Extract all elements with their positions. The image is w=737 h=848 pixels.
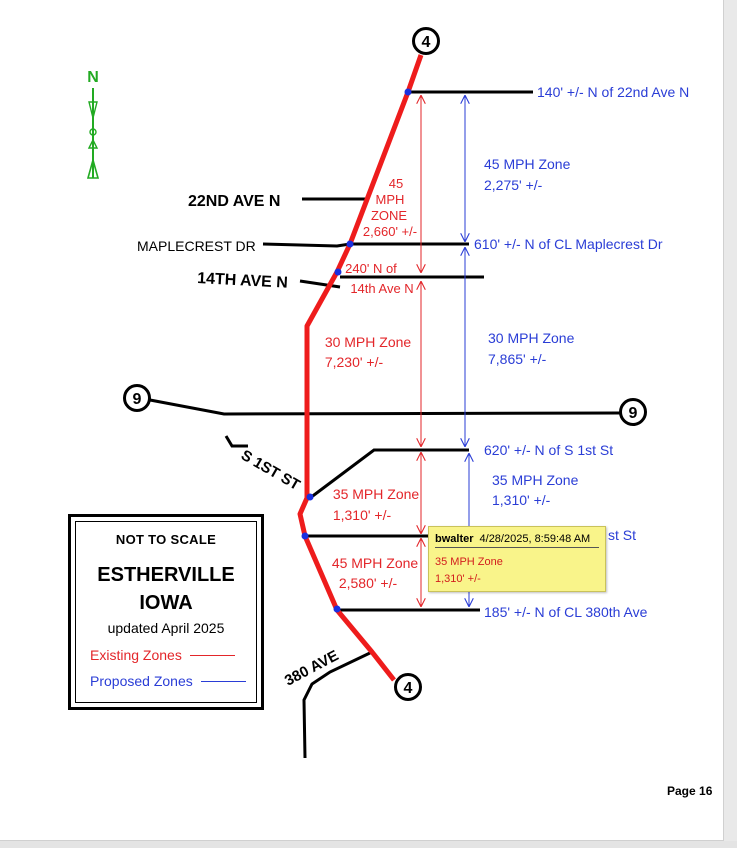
route-9-shield-right: 9 — [619, 398, 647, 426]
street-14th-ave-n — [299, 279, 341, 289]
comment-popup[interactable]: bwalter 4/28/2025, 8:59:48 AM 35 MPH Zone… — [428, 526, 606, 592]
existing-zone-1-line3: ZONE — [371, 208, 407, 223]
boundary-label-3: 620' +/- N of S 1st St — [484, 442, 613, 458]
existing-zone-2-line2: 14th Ave N — [350, 281, 413, 296]
legend-proposed-row: Proposed Zones — [90, 673, 246, 689]
existing-zone-1-line2: MPH — [376, 192, 405, 207]
boundary-dot — [333, 605, 341, 613]
legend-existing-label: Existing Zones — [90, 647, 182, 663]
street-380-ave — [302, 650, 373, 759]
comment-line-2: 1,310' +/- — [435, 573, 481, 585]
boundary-labels: 140' +/- N of 22nd Ave N 610' +/- N of C… — [474, 84, 689, 620]
existing-zone-4-line2: 1,310' +/- — [333, 507, 392, 523]
boundary-label-4: st St — [608, 527, 636, 543]
zone-boundary-markers — [301, 88, 412, 613]
side-streets — [149, 90, 621, 759]
existing-zone-3-line1: 30 MPH Zone — [325, 334, 412, 350]
existing-zone-labels: 45 MPH ZONE 2,660' +/- 240' N of 14th Av… — [325, 176, 420, 591]
svg-text:4: 4 — [404, 680, 413, 697]
map-canvas: N 4 4 9 9 22ND — [86, 27, 689, 759]
legend-existing-swatch — [189, 654, 235, 656]
proposed-zone-2-line2: 7,865' +/- — [488, 351, 547, 367]
not-to-scale-label: NOT TO SCALE — [115, 532, 217, 547]
boundary-dot — [334, 268, 342, 276]
existing-zone-5-line2: 2,580' +/- — [339, 575, 398, 591]
viewer-gutter — [724, 0, 737, 848]
label-s-1st-st: S 1ST ST — [238, 447, 303, 494]
label-22nd-ave-n: 22ND AVE N — [188, 193, 280, 210]
legend-proposed-label: Proposed Zones — [90, 673, 193, 689]
existing-zone-5-line1: 45 MPH Zone — [332, 555, 419, 571]
route-4-shield-bottom: 4 — [394, 673, 422, 701]
comment-header: bwalter 4/28/2025, 8:59:48 AM — [435, 533, 599, 548]
boundary-dot — [306, 493, 314, 501]
boundary-dot — [301, 532, 309, 540]
legend-city: ESTHERVILLE — [97, 564, 235, 586]
viewer-bottom-edge — [0, 841, 737, 848]
boundary-label-5: 185' +/- N of CL 380th Ave — [484, 604, 648, 620]
existing-zone-1-line4: 2,660' +/- — [363, 224, 417, 239]
boundary-line-3 — [309, 448, 469, 500]
legend-state: IOWA — [139, 592, 193, 614]
svg-text:4: 4 — [422, 34, 431, 51]
boundary-label-2: 610' +/- N of CL Maplecrest Dr — [474, 236, 663, 252]
boundary-dot — [404, 88, 412, 96]
legend-updated: updated April 2025 — [107, 620, 225, 636]
label-maplecrest-dr: MAPLECREST DR — [137, 238, 256, 254]
label-14th-ave-n: 14TH AVE N — [197, 270, 288, 292]
legend-proposed-swatch — [200, 680, 246, 682]
highway-9 — [149, 398, 621, 416]
svg-text:9: 9 — [133, 391, 142, 408]
svg-text:9: 9 — [629, 405, 638, 422]
proposed-zone-2-line1: 30 MPH Zone — [488, 330, 575, 346]
comment-author: bwalter — [435, 533, 474, 545]
street-maplecrest-dr — [262, 242, 469, 248]
existing-zone-3-line2: 7,230' +/- — [325, 354, 384, 370]
proposed-zone-1-line2: 2,275' +/- — [484, 177, 543, 193]
north-label: N — [87, 69, 99, 86]
existing-zone-4-line1: 35 MPH Zone — [333, 486, 420, 502]
route-9-shield-left: 9 — [123, 384, 151, 412]
route-4-shield-top: 4 — [412, 27, 440, 55]
existing-zone-1-line1: 45 — [389, 176, 403, 191]
page-number: Page 16 — [667, 784, 713, 798]
proposed-zone-1-line1: 45 MPH Zone — [484, 156, 571, 172]
proposed-zone-3-line2: 1,310' +/- — [492, 492, 551, 508]
proposed-zone-3-line1: 35 MPH Zone — [492, 472, 579, 488]
proposed-zone-labels: 45 MPH Zone 2,275' +/- 30 MPH Zone 7,865… — [484, 156, 579, 508]
boundary-label-1: 140' +/- N of 22nd Ave N — [537, 84, 689, 100]
document-page: N 4 4 9 9 22ND — [0, 0, 724, 841]
comment-datetime: 4/28/2025, 8:59:48 AM — [479, 533, 591, 545]
legend-inner-border: NOT TO SCALE ESTHERVILLE IOWA updated Ap… — [75, 521, 257, 703]
comment-line-1: 35 MPH Zone — [435, 556, 503, 568]
existing-zone-2-line1: 240' N of — [345, 261, 397, 276]
boundary-dot — [346, 240, 354, 248]
legend-existing-row: Existing Zones — [90, 647, 235, 663]
street-s-1st-st-end — [224, 435, 248, 448]
north-arrow-icon: N — [86, 69, 100, 179]
legend-box: NOT TO SCALE ESTHERVILLE IOWA updated Ap… — [68, 514, 264, 710]
